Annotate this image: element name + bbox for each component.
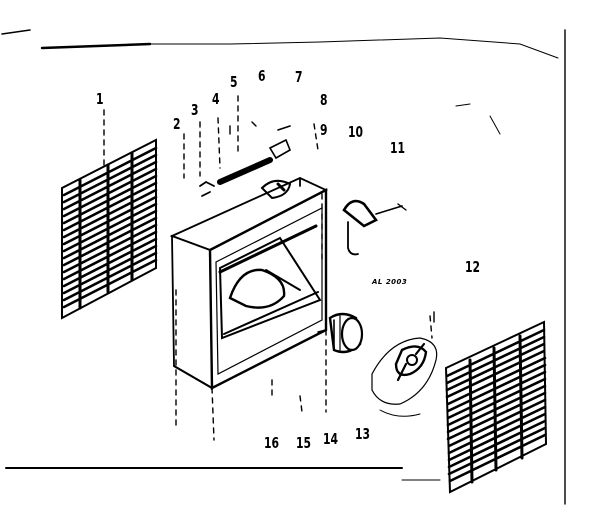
callout-5: 5 <box>230 73 238 91</box>
callout-6: 6 <box>258 67 266 85</box>
callout-13: 13 <box>355 425 371 443</box>
callout-15: 15 <box>296 434 312 452</box>
callout-10: 10 <box>348 123 364 141</box>
callout-11: 11 <box>390 139 406 157</box>
leader-lines <box>103 95 433 441</box>
callout-4: 4 <box>212 90 220 108</box>
top-control-parts <box>199 121 292 200</box>
callout-9: 9 <box>320 121 328 139</box>
switch-assembly <box>342 199 407 256</box>
callout-16: 16 <box>264 434 280 452</box>
front-grille-left <box>61 138 158 320</box>
callout-7: 7 <box>295 68 303 86</box>
motor <box>317 312 364 354</box>
callout-8: 8 <box>320 91 328 109</box>
rear-grille-right <box>444 320 548 494</box>
part-note: AL 2003 <box>372 278 408 286</box>
callout-2: 2 <box>173 115 181 133</box>
fan-blade <box>371 311 438 417</box>
scan-edge-marks <box>1 29 566 505</box>
callout-1: 1 <box>96 90 104 108</box>
cabinet-housing <box>169 177 329 390</box>
callout-3: 3 <box>191 101 199 119</box>
callout-12: 12 <box>465 258 481 276</box>
callout-14: 14 <box>323 430 339 448</box>
